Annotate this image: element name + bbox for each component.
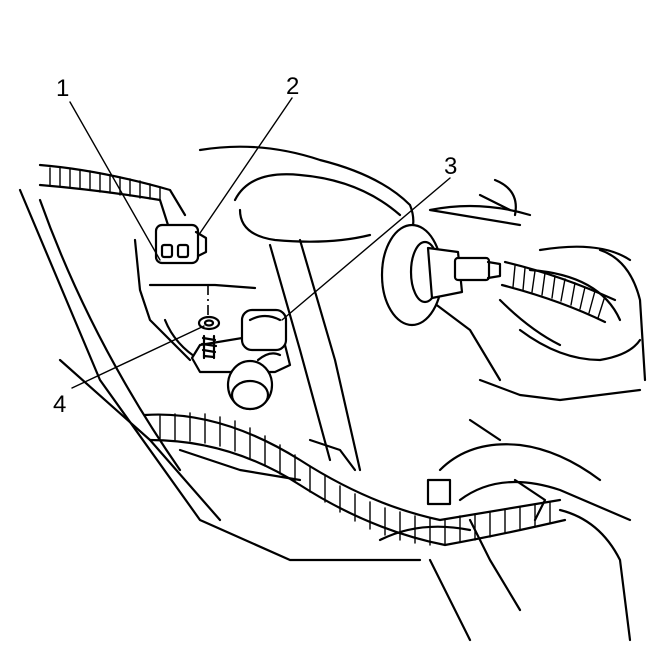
callout-1: 1 <box>56 75 69 102</box>
knock-sensor <box>190 308 292 411</box>
harness-connector <box>154 223 208 265</box>
wiring-harness-right <box>500 260 617 324</box>
leader-line-1 <box>69 101 161 261</box>
sensor-mount-area <box>133 238 257 362</box>
callout-2: 2 <box>286 73 299 100</box>
temperature-sensor <box>380 223 502 327</box>
bolt-boss <box>426 478 452 506</box>
engine-housing <box>18 145 647 642</box>
leader-lines <box>69 97 451 389</box>
leader-line-2 <box>197 97 293 237</box>
wiring-harness-upper <box>38 163 187 227</box>
callout-4: 4 <box>53 391 66 418</box>
wiring-harness-lower <box>143 412 567 547</box>
callouts: 1 2 3 4 <box>53 73 457 418</box>
callout-3: 3 <box>444 153 457 180</box>
leader-line-3 <box>281 177 451 321</box>
leader-line-4 <box>71 325 205 389</box>
